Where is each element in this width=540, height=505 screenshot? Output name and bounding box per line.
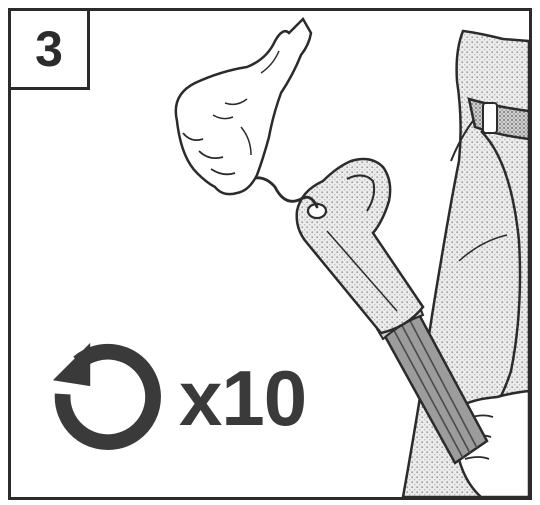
- upper-hand: [176, 19, 311, 194]
- repeat-count: x10: [179, 359, 306, 437]
- step-number-box: 3: [11, 11, 90, 90]
- instruction-panel: 3 x10: [8, 8, 532, 500]
- handle-body: [297, 159, 423, 333]
- step-number: 3: [35, 24, 63, 74]
- counterclockwise-rotate-icon: [45, 337, 163, 455]
